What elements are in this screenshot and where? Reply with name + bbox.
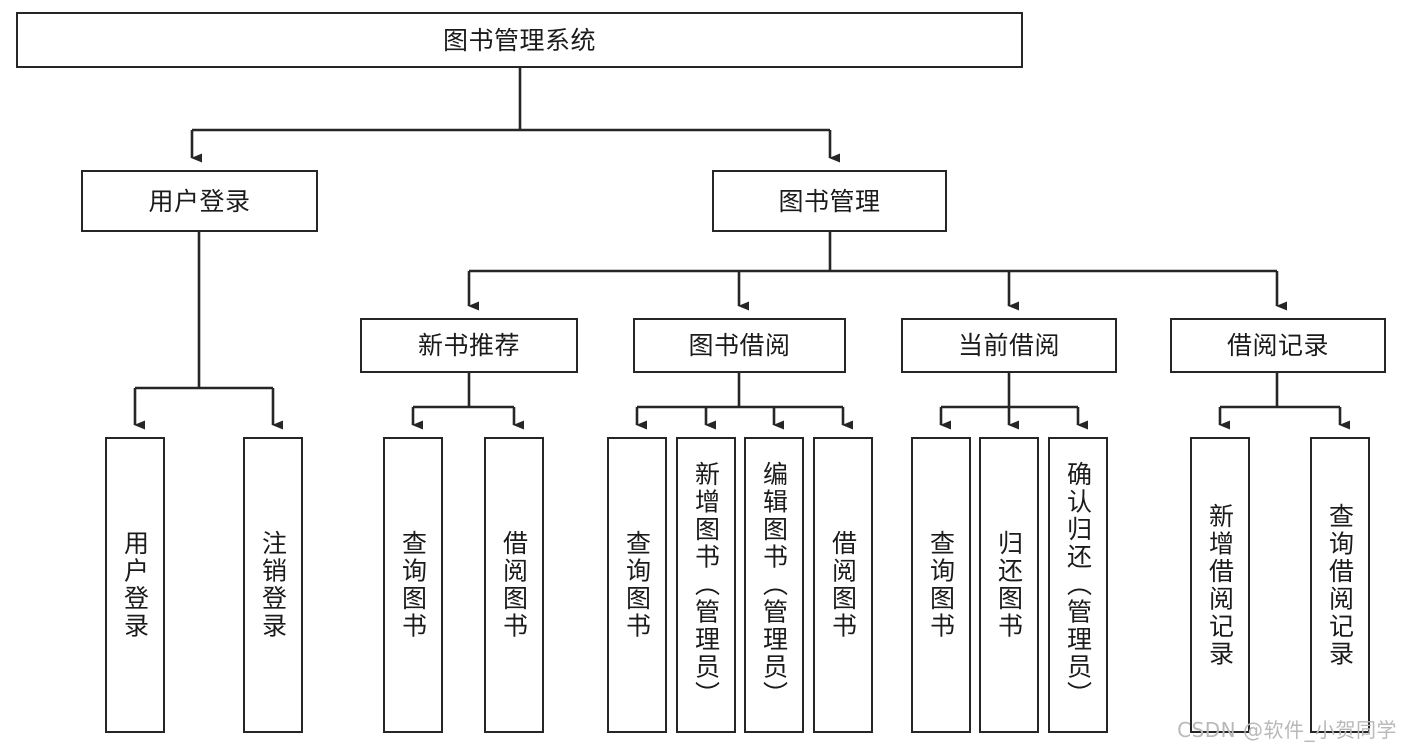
node-label: 借阅图书 [499,530,529,640]
leaf-user-login-login[interactable]: 用户登录 [105,437,165,733]
node-current-borrow[interactable]: 当前借阅 [901,318,1117,373]
leaf-borrow-record-query[interactable]: 查询借阅记录 [1310,437,1370,733]
leaf-book-borrow-edit-admin[interactable]: 编辑图书（管理员） [744,437,804,733]
node-label: 确认归还（管理员） [1063,461,1093,709]
node-label: 用户登录 [120,530,150,640]
node-label: 新增借阅记录 [1205,502,1235,668]
node-new-book-recommend[interactable]: 新书推荐 [360,318,578,373]
node-label: 新增图书（管理员） [691,461,721,709]
node-label: 查询借阅记录 [1325,502,1355,668]
watermark-text: CSDN @软件_小贺同学 [1177,718,1397,742]
node-book-borrow[interactable]: 图书借阅 [633,318,846,373]
node-root-book-management-system[interactable]: 图书管理系统 [16,12,1023,68]
node-label: 图书管理系统 [442,25,596,55]
node-label: 新书推荐 [417,331,520,360]
node-label: 注销登录 [258,530,288,640]
node-label: 当前借阅 [957,331,1060,360]
node-label: 归还图书 [994,530,1024,640]
node-label: 查询图书 [398,530,428,640]
node-label: 查询图书 [926,530,956,640]
node-user-login[interactable]: 用户登录 [81,170,318,232]
node-label: 借阅图书 [828,530,858,640]
leaf-current-borrow-return[interactable]: 归还图书 [979,437,1039,733]
node-label: 借阅记录 [1226,331,1329,360]
leaf-current-borrow-query[interactable]: 查询图书 [911,437,971,733]
node-label: 查询图书 [622,530,652,640]
leaf-book-borrow-borrow[interactable]: 借阅图书 [813,437,873,733]
node-label: 图书管理 [778,186,881,216]
leaf-borrow-record-add[interactable]: 新增借阅记录 [1190,437,1250,733]
leaf-book-borrow-query[interactable]: 查询图书 [607,437,667,733]
node-book-management[interactable]: 图书管理 [712,170,947,232]
node-label: 图书借阅 [688,331,791,360]
node-borrow-record[interactable]: 借阅记录 [1170,318,1386,373]
node-label: 用户登录 [148,186,251,216]
node-label: 编辑图书（管理员） [759,461,789,709]
leaf-current-borrow-confirm-return-admin[interactable]: 确认归还（管理员） [1048,437,1108,733]
leaf-new-book-query[interactable]: 查询图书 [383,437,443,733]
leaf-book-borrow-add-admin[interactable]: 新增图书（管理员） [676,437,736,733]
leaf-user-login-logout[interactable]: 注销登录 [243,437,303,733]
leaf-new-book-borrow[interactable]: 借阅图书 [484,437,544,733]
